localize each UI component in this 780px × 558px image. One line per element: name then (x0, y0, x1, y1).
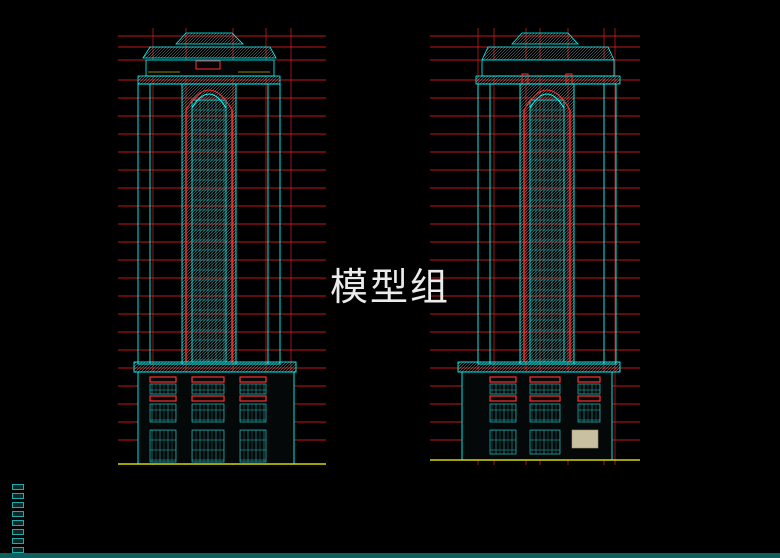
bottom-border (0, 553, 780, 558)
legend-swatch (12, 520, 24, 526)
shop-window (571, 429, 599, 449)
podium-windows (489, 376, 601, 402)
central-window (185, 89, 233, 363)
legend-swatch (12, 538, 24, 544)
central-window (523, 89, 571, 363)
layer-legend (12, 484, 24, 556)
side-elevation (430, 28, 640, 465)
legend-swatch (12, 529, 24, 535)
legend-swatch (12, 511, 24, 517)
legend-swatch (12, 493, 24, 499)
roof (137, 32, 281, 85)
legend-swatch (12, 547, 24, 553)
roof-sign (195, 60, 221, 70)
front-elevation (118, 28, 326, 465)
legend-swatch (12, 502, 24, 508)
podium-windows (149, 376, 267, 402)
legend-swatch (12, 484, 24, 490)
roof (475, 32, 621, 85)
